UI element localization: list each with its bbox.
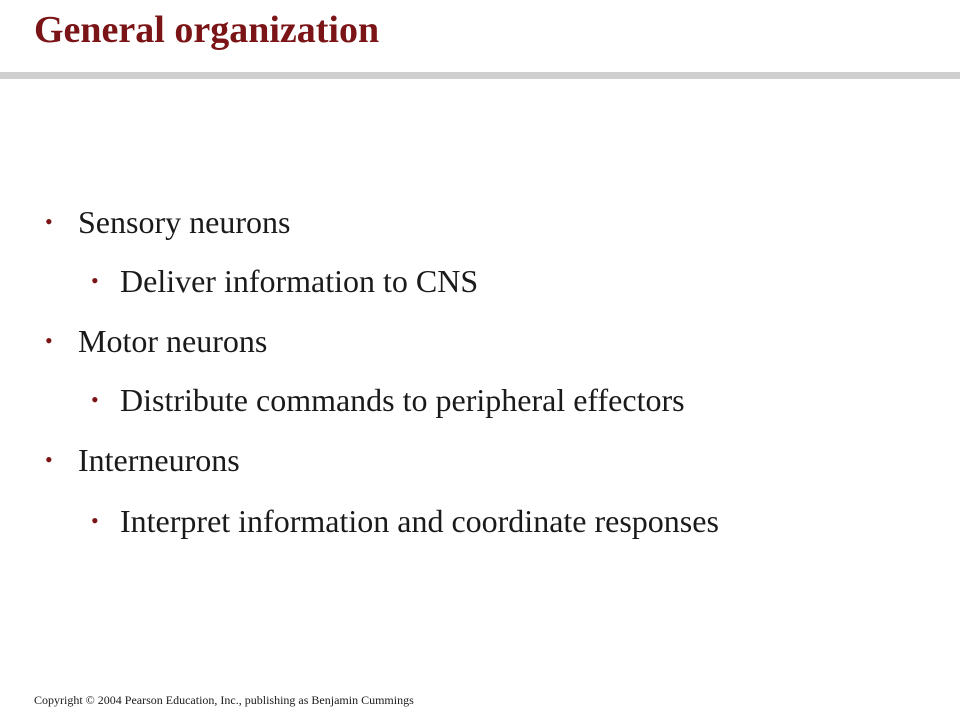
title-divider xyxy=(0,72,960,79)
sub-bullet-interpret-information: • Interpret information and coordinate r… xyxy=(91,502,820,540)
bullet-dot: • xyxy=(45,447,53,472)
bullet-dot: • xyxy=(91,268,99,293)
bullet-dot: • xyxy=(91,387,99,412)
bullet-motor-neurons: • Motor neurons xyxy=(45,322,268,360)
sub-bullet-distribute-commands: • Distribute commands to peripheral effe… xyxy=(91,381,685,419)
copyright-notice: Copyright © 2004 Pearson Education, Inc.… xyxy=(34,693,414,707)
bullet-dot: • xyxy=(45,209,53,234)
bullet-text: Sensory neurons xyxy=(78,204,291,240)
bullet-text: Interpret information and coordinate res… xyxy=(120,503,719,539)
bullet-dot: • xyxy=(91,508,99,533)
bullet-text: Distribute commands to peripheral effect… xyxy=(120,382,685,418)
bullet-text: Motor neurons xyxy=(78,323,268,359)
bullet-dot: • xyxy=(45,328,53,353)
sub-bullet-deliver-information: • Deliver information to CNS xyxy=(91,262,479,300)
slide-title: General organization xyxy=(34,9,380,51)
bullet-sensory-neurons: • Sensory neurons xyxy=(45,203,291,241)
bullet-text: Interneurons xyxy=(78,442,240,478)
bullet-text: Deliver information to CNS xyxy=(120,263,479,299)
bullet-interneurons: • Interneurons xyxy=(45,441,240,479)
